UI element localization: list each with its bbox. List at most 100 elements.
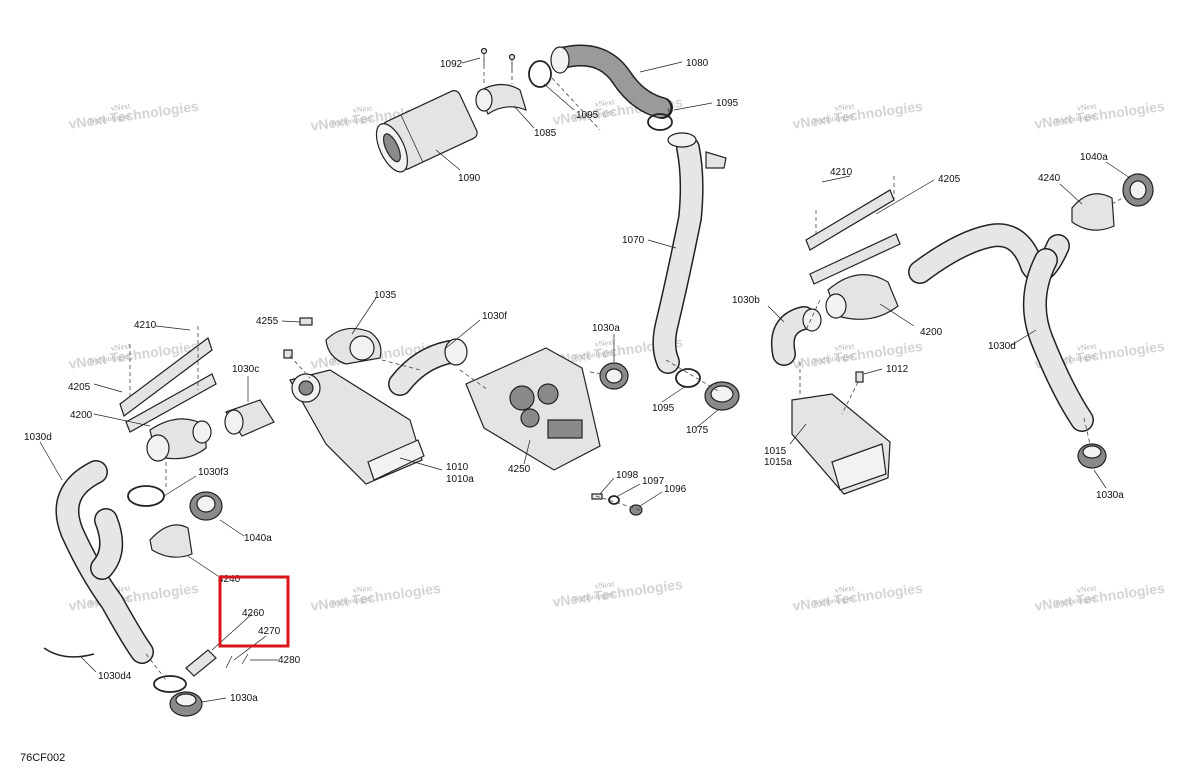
svg-text:vNext: vNext: [110, 341, 131, 353]
label-1040a[interactable]: 1040a: [244, 533, 272, 544]
elbow-1085[interactable]: [475, 83, 527, 115]
boot-1030a-center[interactable]: [599, 362, 629, 390]
tie-1030d4[interactable]: [43, 647, 95, 658]
intake-duct-1070[interactable]: [652, 132, 727, 374]
clamp-1095-right[interactable]: [647, 113, 673, 131]
label-4240[interactable]: 4240: [1038, 173, 1061, 184]
boot-1030a-right[interactable]: [1077, 443, 1107, 469]
clamp-1095-lower[interactable]: [675, 368, 701, 388]
tie-1030f3[interactable]: [127, 485, 165, 507]
svg-text:vNext: vNext: [110, 101, 131, 113]
svg-text:vNext: vNext: [1076, 583, 1097, 595]
label-4205[interactable]: 4205: [938, 174, 961, 185]
label-1030f[interactable]: 1030f: [482, 311, 507, 322]
bracket-4240-left[interactable]: [149, 524, 193, 558]
label-1030d[interactable]: 1030d: [988, 341, 1016, 352]
screw-4255[interactable]: [283, 317, 313, 359]
svg-text:vNext: vNext: [352, 103, 373, 115]
clamp-left-bottom[interactable]: [153, 675, 187, 693]
label-4255[interactable]: 4255: [256, 316, 279, 327]
svg-text:vNext Technologies: vNext Technologies: [792, 580, 924, 614]
label-4250[interactable]: 4250: [508, 464, 531, 475]
screw-1092[interactable]: [480, 47, 516, 73]
label-1030a[interactable]: 1030a: [1096, 490, 1124, 501]
label-4240[interactable]: 4240: [218, 574, 241, 585]
label-4200[interactable]: 4200: [920, 327, 943, 338]
duct-1030d-left[interactable]: [55, 460, 154, 664]
label-1075[interactable]: 1075: [686, 425, 709, 436]
label-4210[interactable]: 4210: [134, 320, 157, 331]
boot-1030a-left[interactable]: [169, 691, 203, 717]
corrugated-hose-1080[interactable]: [550, 44, 673, 119]
label-1010a[interactable]: 1010a: [446, 474, 474, 485]
svg-text:vNext Technologies: vNext Technologies: [552, 576, 684, 610]
label-1098[interactable]: 1098: [616, 470, 639, 481]
duct-1030b[interactable]: [771, 306, 822, 366]
svg-text:vNext Technologies: vNext Technologies: [792, 98, 924, 132]
label-4280[interactable]: 4280: [278, 655, 301, 666]
cap-1040a-right[interactable]: [1122, 173, 1154, 207]
label-4270[interactable]: 4270: [258, 626, 281, 637]
label-4200[interactable]: 4200: [70, 410, 93, 421]
duct-1030f[interactable]: [388, 338, 468, 396]
label-1030d[interactable]: 1030d: [24, 432, 52, 443]
document-id: 76CF002: [20, 752, 66, 764]
svg-text:vNext Technologies: vNext Technologies: [68, 98, 200, 132]
manifold-4200-right[interactable]: [825, 274, 899, 320]
label-1030a[interactable]: 1030a: [592, 323, 620, 334]
label-1015a[interactable]: 1015a: [764, 457, 792, 468]
label-1040a[interactable]: 1040a: [1080, 152, 1108, 163]
svg-text:vNext: vNext: [594, 337, 615, 349]
svg-text:vNext: vNext: [1076, 341, 1097, 353]
svg-text:vNext: vNext: [594, 97, 615, 109]
label-1070[interactable]: 1070: [622, 235, 645, 246]
label-1030d4[interactable]: 1030d4: [98, 671, 132, 682]
svg-text:vNext Technologies: vNext Technologies: [1034, 98, 1166, 132]
air-filter-1090[interactable]: [370, 89, 479, 177]
clamp-1095-top[interactable]: [528, 60, 552, 88]
airbox-1010[interactable]: [289, 369, 425, 485]
label-1035[interactable]: 1035: [374, 290, 397, 301]
svg-text:vNext: vNext: [352, 583, 373, 595]
label-1095[interactable]: 1095: [716, 98, 739, 109]
screw-1012[interactable]: [855, 371, 864, 383]
label-1030b[interactable]: 1030b: [732, 295, 760, 306]
label-1010[interactable]: 1010: [446, 462, 469, 473]
label-4205[interactable]: 4205: [68, 382, 91, 393]
svg-text:vNext: vNext: [834, 583, 855, 595]
label-1015[interactable]: 1015: [764, 446, 787, 457]
label-1030c[interactable]: 1030c: [232, 364, 259, 375]
label-1080[interactable]: 1080: [686, 58, 709, 69]
duct-1030d-right[interactable]: [1022, 248, 1094, 432]
label-1097[interactable]: 1097: [642, 476, 665, 487]
rail-4210-4205-right[interactable]: [805, 189, 901, 285]
duct-1030c[interactable]: [224, 399, 275, 437]
outlet-1015[interactable]: [791, 393, 891, 495]
label-1012[interactable]: 1012: [886, 364, 909, 375]
assembly-lines: [129, 58, 1127, 681]
part-labels: 1092 1080 1085 1095 1095 1090 1070 4210 …: [24, 58, 1124, 704]
bracket-4240-right[interactable]: [1071, 193, 1115, 231]
label-1092[interactable]: 1092: [440, 59, 463, 70]
rail-4210-4205-left[interactable]: [119, 337, 217, 433]
screws-4270-4280[interactable]: [225, 653, 249, 669]
label-1030f3[interactable]: 1030f3: [198, 467, 229, 478]
manifold-4250[interactable]: [465, 347, 601, 471]
highlight-box: [218, 575, 290, 648]
cap-1040a-left[interactable]: [189, 491, 223, 521]
label-1096[interactable]: 1096: [664, 484, 687, 495]
label-4210[interactable]: 4210: [830, 167, 853, 178]
label-1095[interactable]: 1095: [576, 110, 599, 121]
label-1090[interactable]: 1090: [458, 173, 481, 184]
label-4260[interactable]: 4260: [242, 608, 265, 619]
elbow-1035[interactable]: [325, 327, 382, 365]
bracket-4260[interactable]: [185, 649, 217, 677]
label-1030a[interactable]: 1030a: [230, 693, 258, 704]
label-1095[interactable]: 1095: [652, 403, 675, 414]
manifold-4200-left[interactable]: [146, 418, 212, 462]
svg-text:vNext: vNext: [1076, 101, 1097, 113]
label-1085[interactable]: 1085: [534, 128, 557, 139]
